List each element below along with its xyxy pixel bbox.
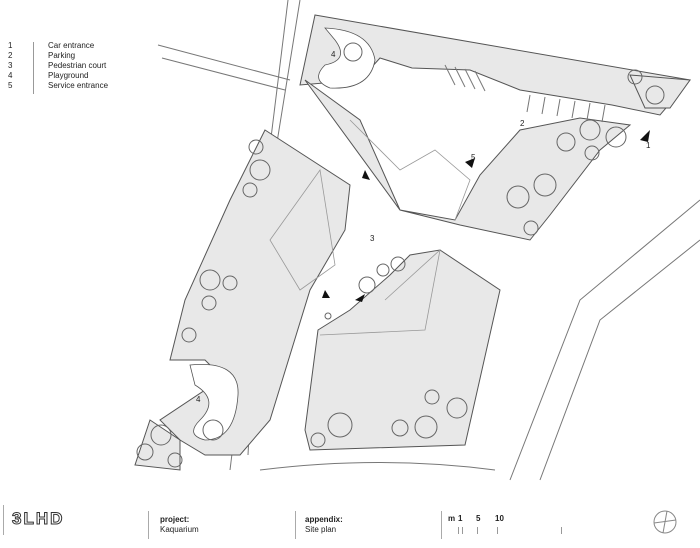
appendix-value: Site plan (305, 525, 337, 534)
trees (136, 42, 665, 468)
legend-item: 2 Parking (8, 51, 108, 61)
tree-icon (533, 173, 557, 197)
tree-icon (391, 419, 409, 437)
legend-num: 3 (8, 61, 13, 70)
tree-icon (201, 295, 217, 311)
appendix-label: appendix: (305, 515, 343, 524)
divider (3, 505, 4, 535)
tree-icon (150, 424, 172, 446)
appendix-field: appendix: Site plan (305, 515, 343, 535)
tree-icon (199, 269, 221, 291)
legend-num: 4 (8, 71, 13, 80)
divider (295, 511, 296, 539)
tree-icon (324, 312, 332, 320)
tree-icon (627, 69, 643, 85)
tree-icon (506, 185, 530, 209)
legend-label: Car entrance (48, 41, 95, 50)
legend-item: 3 Pedestrian court (8, 61, 108, 71)
tree-icon (167, 452, 183, 468)
tree-icon (605, 126, 627, 148)
scale-tick (458, 527, 459, 534)
legend-item: 5 Service entrance (8, 81, 108, 91)
plan-label-court: 3 (370, 234, 375, 243)
divider (148, 511, 149, 539)
legend-num: 2 (8, 51, 13, 60)
road-edge (157, 44, 291, 81)
tree-icon (424, 389, 440, 405)
tree-icon (358, 276, 376, 294)
tree-icon (523, 220, 539, 236)
project-label: project: (160, 515, 190, 524)
site-plan: 4 2 5 1 3 4 (134, 0, 700, 481)
scale-tick (462, 527, 463, 534)
tree-icon (584, 145, 600, 161)
legend-divider (33, 42, 34, 94)
divider (441, 511, 442, 539)
arrow-icon (640, 130, 650, 142)
tree-icon (390, 256, 406, 272)
tree-icon (249, 159, 271, 181)
tree-icon (376, 263, 390, 277)
tree-icon (343, 42, 363, 62)
scale-tick-label: 1 (458, 514, 463, 523)
tree-icon (222, 275, 238, 291)
tree-icon (327, 412, 353, 438)
scale-unit: m (448, 514, 456, 523)
legend-label: Pedestrian court (48, 61, 107, 70)
logo: 3LHD (11, 509, 65, 529)
arrow-icon (465, 158, 475, 168)
entrance-arrows (322, 130, 650, 302)
arrow-icon (362, 170, 370, 180)
plan-label-parking: 2 (520, 119, 525, 128)
legend: 1 Car entrance 2 Parking 3 Pedestrian court… (8, 41, 108, 91)
arrow-icon (355, 294, 365, 302)
legend-item: 4 Playground (8, 71, 108, 81)
tree-icon (310, 432, 326, 448)
tree-icon (248, 139, 264, 155)
legend-num: 1 (8, 41, 13, 50)
legend-item: 1 Car entrance (8, 41, 108, 51)
road-edge (509, 199, 700, 481)
tree-icon (136, 443, 154, 461)
plan-label-playground: 4 (331, 50, 336, 59)
north-arrow-icon (653, 510, 677, 534)
tree-icon (414, 415, 438, 439)
tree-icon (645, 85, 665, 105)
title-block: 3LHD project: Kaquarium appendix: Site p… (0, 495, 700, 548)
scale-tick (477, 527, 478, 534)
scale-tick-label: 5 (476, 514, 481, 523)
arrow-icon (322, 290, 330, 298)
scale-tick-label: 10 (495, 514, 504, 523)
tree-icon (579, 119, 601, 141)
legend-label: Parking (48, 51, 76, 60)
legend-label: Service entrance (48, 81, 109, 90)
plan-label-car: 1 (646, 141, 651, 150)
tree-icon (242, 182, 258, 198)
tree-icon (446, 397, 468, 419)
tree-icon (202, 419, 224, 441)
legend-num: 5 (8, 81, 13, 90)
tree-icon (181, 327, 197, 343)
parking-stalls (444, 64, 606, 123)
plan-label-service: 5 (471, 153, 476, 162)
tree-icon (556, 132, 576, 152)
project-field: project: Kaquarium (160, 515, 199, 535)
scale-tick (497, 527, 498, 534)
scale-tick (561, 527, 562, 534)
project-value: Kaquarium (160, 525, 199, 534)
plan-label-playground: 4 (196, 395, 201, 404)
legend-label: Playground (48, 71, 89, 80)
